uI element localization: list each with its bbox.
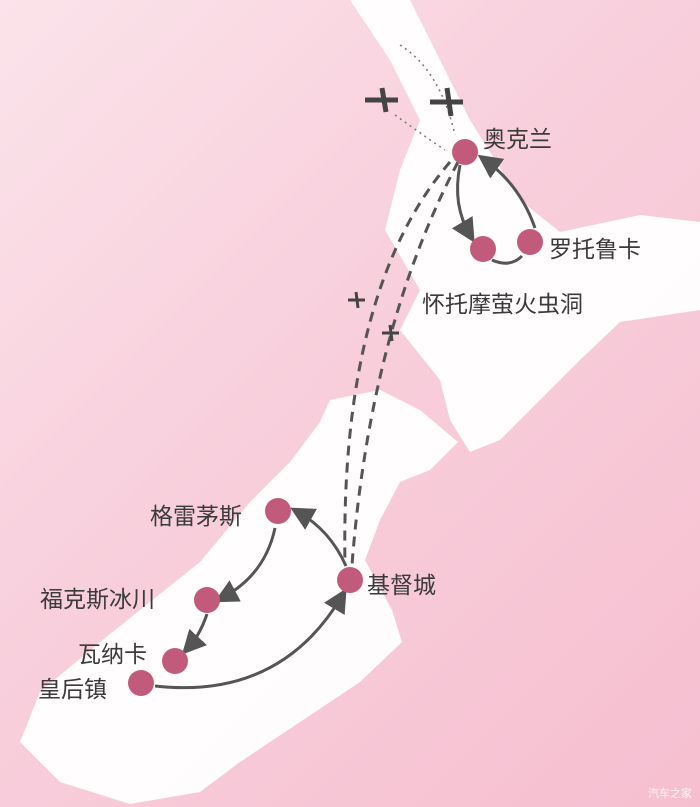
label-wanaka: 瓦纳卡: [78, 642, 147, 668]
label-waitomo: 怀托摩萤火虫洞: [422, 292, 583, 318]
label-fox-glacier: 福克斯冰川: [40, 587, 155, 613]
markers: [128, 139, 543, 696]
route-auckland-waitomo: [451, 164, 475, 243]
route-fox-wanaka: [181, 613, 209, 655]
flight-route-2: [350, 161, 460, 566]
route-greymouth-fox: [214, 527, 277, 603]
route-waitomo-rotorua: [491, 254, 524, 265]
north-island: [350, 0, 700, 452]
route-rotorua-auckland: [477, 154, 537, 229]
airplane-icon: [348, 87, 463, 342]
label-queenstown: 皇后镇: [38, 677, 107, 703]
label-greymouth: 格雷茅斯: [150, 504, 242, 530]
watermark: 汽车之家: [648, 787, 692, 800]
route-christchurch-greymouth: [290, 507, 348, 567]
route-queenstown-christchurch: [154, 588, 347, 690]
label-christchurch: 基督城: [367, 573, 436, 599]
label-auckland: 奥克兰: [483, 127, 552, 153]
label-rotorua: 罗托鲁卡: [549, 237, 641, 263]
